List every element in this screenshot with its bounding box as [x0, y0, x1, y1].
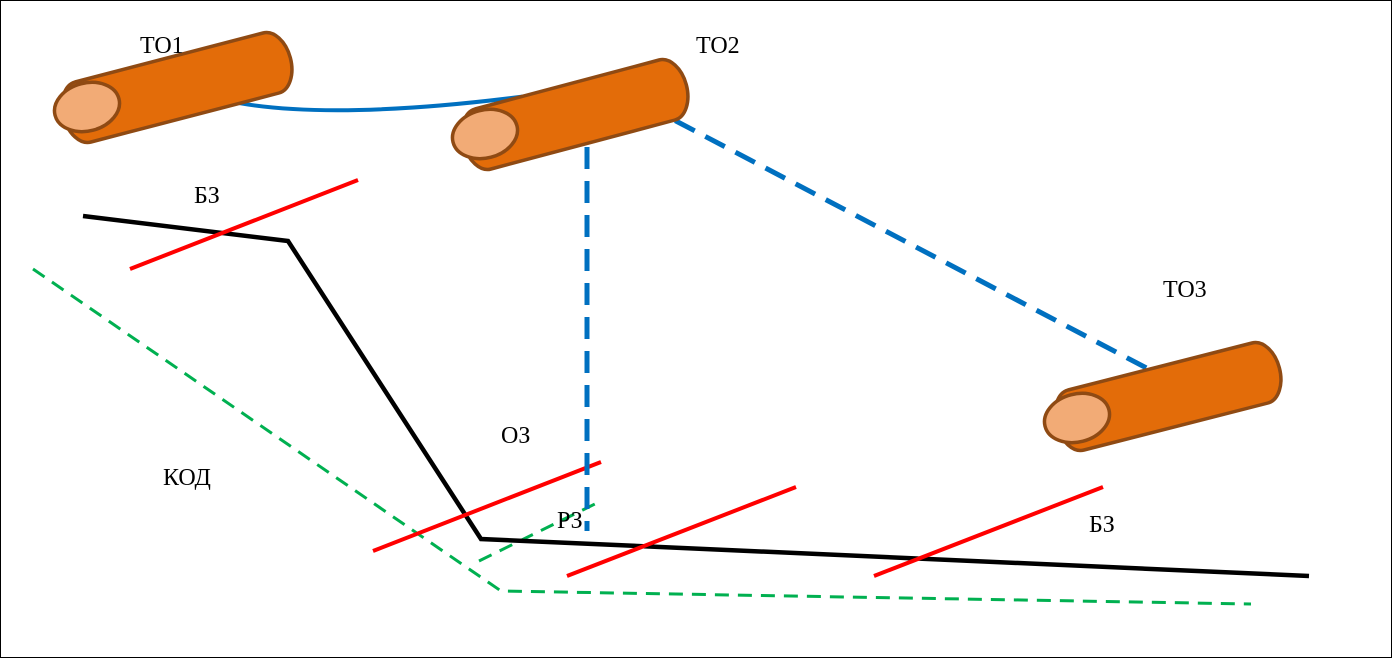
cylinder-to2 [450, 57, 690, 172]
label-oz: ОЗ [501, 423, 530, 449]
label-to3: ТО3 [1163, 277, 1207, 303]
label-kod: КОД [163, 465, 211, 491]
kod-dashed-branch [478, 499, 602, 563]
label-bz-right: БЗ [1089, 512, 1115, 538]
cylinder-to1 [52, 30, 294, 145]
label-rz: РЗ [557, 508, 583, 534]
boundary-line-bz-left [129, 178, 359, 271]
label-bz-left: БЗ [194, 183, 220, 209]
kod-dashed-line [32, 267, 1252, 606]
cylinder-to3 [1042, 340, 1283, 453]
label-to2: ТО2 [696, 33, 740, 59]
boundary-line-oz [372, 460, 602, 553]
label-to1: ТО1 [140, 33, 184, 59]
boundary-line-bz-right [873, 485, 1104, 578]
boundary-line-rz [566, 485, 797, 578]
connector-to2-to3 [613, 86, 1158, 376]
profile-line [82, 213, 1310, 579]
